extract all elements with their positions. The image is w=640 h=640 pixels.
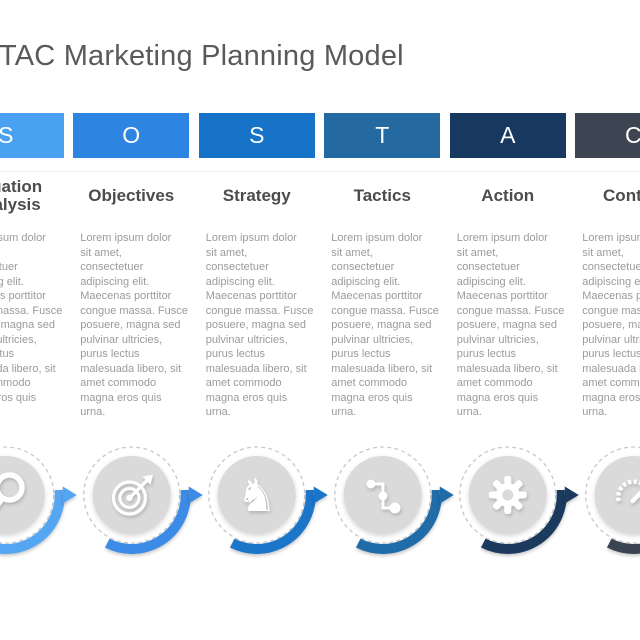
step-graphic [82, 446, 203, 554]
dashed-ring [584, 446, 640, 544]
letter-bar-t: T [324, 113, 441, 158]
column-body-text: Lorem ipsum dolor sit amet, consectetuer… [456, 232, 565, 418]
letter-bar-o: O [73, 113, 190, 158]
columns-row: S Situation Analysis Lorem ipsum dolor s… [0, 113, 640, 420]
step-graphic [584, 446, 640, 554]
column-title-strategy: Strategy [222, 185, 291, 205]
arrow-head [313, 486, 328, 504]
curved-arrow [0, 490, 65, 554]
column-tactics: T Tactics Lorem ipsum dolor sit amet, co… [320, 113, 446, 420]
target-icon [111, 474, 153, 516]
step-action [445, 430, 579, 575]
arrow-head [564, 486, 579, 504]
letter-bar-c: C [575, 113, 640, 158]
step-objectives [69, 430, 203, 575]
gauge-icon [615, 479, 640, 504]
letter-bar-s2: S [198, 113, 315, 158]
step-graphic: ♞ [208, 446, 328, 554]
column-title-situation-analysis: Situation Analysis [0, 176, 43, 214]
page-title: TAC Marketing Planning Model [0, 40, 404, 72]
dashed-ring [0, 446, 55, 544]
letter-bar-a: A [449, 113, 566, 158]
curved-arrow [104, 490, 191, 554]
column-strategy: S Strategy Lorem ipsum dolor sit amet, c… [194, 113, 320, 420]
divider-line [0, 171, 640, 172]
column-objectives: O Objectives Lorem ipsum dolor sit amet,… [69, 113, 195, 420]
letter-bar-s1: S [0, 113, 64, 158]
step-graphic [333, 446, 454, 554]
dashed-ring [459, 446, 557, 544]
route-icon [366, 479, 400, 514]
curved-arrow [480, 490, 567, 554]
curved-arrow [229, 490, 316, 554]
icon-circle [217, 456, 296, 534]
curved-arrow [606, 538, 640, 554]
column-title-action: Action [481, 185, 535, 205]
arrow-head [62, 486, 77, 504]
arrow-head [188, 486, 203, 504]
step-situation-analysis [0, 430, 77, 575]
column-situation-analysis: S Situation Analysis Lorem ipsum dolor s… [0, 113, 69, 420]
step-tactics [320, 430, 454, 575]
gear-icon [488, 476, 527, 514]
step-graphic [459, 446, 579, 554]
curved-arrow [355, 490, 442, 554]
dashed-ring [82, 446, 180, 544]
magnifier-icon [0, 472, 25, 507]
dashed-ring [208, 446, 306, 544]
svg-text:♞: ♞ [237, 469, 277, 522]
column-body-text: Lorem ipsum dolor sit amet, consectetuer… [582, 232, 640, 418]
column-control: C Control Lorem ipsum dolor sit amet, co… [571, 113, 640, 420]
process-icons-row: ♞ [0, 430, 640, 575]
column-title-objectives: Objectives [88, 185, 175, 205]
step-strategy: ♞ [194, 430, 328, 575]
chess-knight-icon: ♞ [237, 469, 277, 522]
column-body-text: Lorem ipsum dolor sit amet, consectetuer… [0, 232, 63, 404]
arrow-head [439, 486, 454, 504]
step-graphic [0, 446, 77, 554]
column-body-text: Lorem ipsum dolor sit amet, consectetuer… [80, 232, 188, 418]
column-action: A Action Lorem ipsum dolor sit amet, con… [445, 113, 571, 420]
column-body-text: Lorem ipsum dolor sit amet, consectetuer… [205, 232, 314, 418]
step-control [571, 430, 640, 575]
column-body-text: Lorem ipsum dolor sit amet, consectetuer… [331, 232, 439, 418]
column-title-tactics: Tactics [353, 185, 411, 205]
column-title-control: Control [603, 185, 640, 205]
dashed-ring [333, 446, 431, 544]
